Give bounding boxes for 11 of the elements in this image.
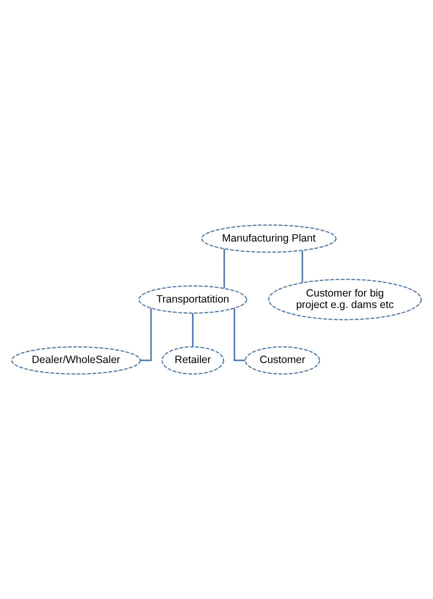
node-ellipse: Customer [244,346,320,375]
connector [140,308,152,362]
node-ellipse: Retailer [161,346,224,375]
node-ellipse: Customer for big project e.g. dams etc [268,278,422,320]
node-ellipse: Manufacturing Plant [201,224,337,253]
connector [302,250,304,283]
node-ellipse: Transportatition [138,285,248,314]
connector [234,308,246,362]
node-ellipse: Dealer/WholeSaler [11,346,141,375]
connector [223,248,225,288]
connector [192,313,194,347]
